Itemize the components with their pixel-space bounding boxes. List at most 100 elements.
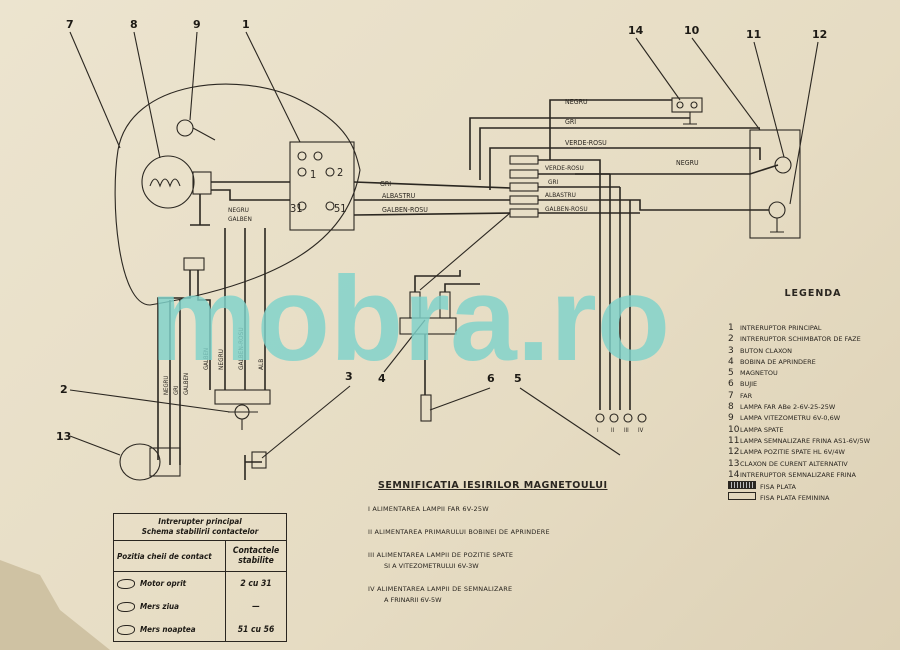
key-icon <box>117 601 135 612</box>
magneto-output-IV: IV <box>638 427 644 434</box>
switch-terminal-2: 2 <box>337 166 343 179</box>
spark-plug <box>420 394 432 422</box>
legend-fisa-plata: FISA PLATA <box>728 481 898 492</box>
svg-text:7: 7 <box>66 18 74 31</box>
wire-label-gri-claxon: GRI <box>173 385 180 395</box>
switch-terminal-51: 51 <box>334 202 347 215</box>
magneto-output-III: III <box>624 427 629 434</box>
wire <box>192 127 216 141</box>
svg-text:8: 8 <box>130 18 138 31</box>
wire-label-albastru-mid: ALBASTRU <box>545 191 576 199</box>
table-row: Mers ziua <box>114 595 226 618</box>
brake-switch <box>671 97 703 113</box>
wire-label-gri-mid: GRI <box>548 178 559 186</box>
sem-item: III ALIMENTAREA LAMPII DE POZITIE SPATE <box>368 551 514 559</box>
wire-label-negru-lamp: NEGRU <box>228 206 249 214</box>
table-cell: 51 cu 56 <box>237 624 275 635</box>
wire-label-negru-claxon: NEGRU <box>163 376 170 395</box>
magneto-terminals <box>595 413 647 423</box>
wire-label-gri-left: GRI <box>380 180 391 188</box>
wire-label-negru-v1: NEGRU <box>217 349 225 370</box>
svg-text:4: 4 <box>378 372 386 385</box>
svg-text:2: 2 <box>60 383 68 396</box>
torn-corner <box>0 560 110 650</box>
watermark: mobra.ro <box>150 252 670 386</box>
rear-lamp-housing <box>749 129 801 239</box>
dimmer-switch <box>214 389 271 405</box>
table-title: Intrerupter principal Schema stabilirii … <box>114 514 286 541</box>
svg-text:6: 6 <box>487 372 495 385</box>
svg-text:5: 5 <box>514 372 522 385</box>
horn <box>119 443 161 481</box>
svg-text:11: 11 <box>746 28 761 41</box>
key-icon <box>117 624 135 635</box>
magneto-outputs-explanation: SEMNIFICATIA IESIRILOR MAGNETOULUI I ALI… <box>368 480 628 619</box>
magneto-output-II: II <box>611 427 615 434</box>
headlamp-shell <box>114 83 361 306</box>
wire-label-negru-top: NEGRU <box>565 98 588 106</box>
headlamp-bulb <box>141 155 195 209</box>
wire-label-galben-rosu-mid: GALBEN-ROSU <box>545 205 588 213</box>
sem-title: SEMNIFICATIA IESIRILOR MAGNETOULUI <box>378 480 608 491</box>
rear-position-lamp <box>768 201 786 219</box>
switch-terminal-1: 1 <box>310 168 316 181</box>
sem-item: I ALIMENTAREA LAMPII FAR 6V-25W <box>368 505 489 513</box>
legend-fisa-femina: FISA PLATA FEMININA <box>728 492 898 503</box>
svg-text:1: 1 <box>242 18 250 31</box>
sem-item: SI A VITEZOMETRULUI 6V-3W <box>384 562 479 570</box>
magneto-output-I: I <box>597 427 599 434</box>
wire-label-gri-top: GRI <box>565 118 576 126</box>
sem-item: II ALIMENTAREA PRIMARULUI BOBINEI DE APR… <box>368 528 550 536</box>
wire-label-galben-v1: GALBEN <box>203 348 210 370</box>
legend-title: LEGENDA <box>784 288 842 299</box>
svg-text:3: 3 <box>345 370 353 383</box>
sem-item: A FRINARII 6V-5W <box>384 596 442 604</box>
connector-block <box>183 257 205 271</box>
svg-text:14: 14 <box>628 24 644 37</box>
speedometer-lamp <box>176 119 194 137</box>
brake-signal-lamp <box>774 156 792 174</box>
table-col-position: Pozitia cheii de contact <box>114 541 226 572</box>
table-cell: 2 cu 31 <box>240 578 272 589</box>
bulb-filament <box>149 178 181 188</box>
table-row: Mers noaptea <box>114 618 226 641</box>
bulb-socket <box>192 171 212 195</box>
callouts: 7 8 9 1 14 10 11 12 2 3 4 6 5 13 <box>56 18 827 459</box>
wire-label-galben-claxon: GALBEN <box>183 373 190 395</box>
ignition-coil <box>399 317 457 335</box>
wire-label-galben-lamp: GALBEN <box>228 215 252 223</box>
switch-terminal-31: 31 <box>290 202 303 215</box>
sem-item: IV ALIMENTAREA LAMPII DE SEMNALIZARE <box>368 585 513 593</box>
svg-text:10: 10 <box>684 24 700 37</box>
wire-label-galben-v2: GALBEN-ROSU <box>237 327 245 370</box>
table-row: Motor oprit <box>114 572 226 595</box>
svg-text:9: 9 <box>193 18 201 31</box>
wire-label-galben-rosu-left: GALBEN-ROSU <box>382 206 428 214</box>
table-col-contacts: Contactele stabilite <box>226 541 286 572</box>
wire-label-albastru-v: ALB <box>257 359 265 370</box>
table-cell: — <box>252 601 260 612</box>
main-switch-block <box>289 141 355 231</box>
wire-label-negru-right: NEGRU <box>676 159 699 167</box>
key-icon <box>117 578 135 589</box>
svg-text:12: 12 <box>812 28 827 41</box>
main-switch-table: Intrerupter principal Schema stabilirii … <box>113 513 287 642</box>
harness-connectors <box>509 155 539 218</box>
horn-button <box>251 451 267 469</box>
